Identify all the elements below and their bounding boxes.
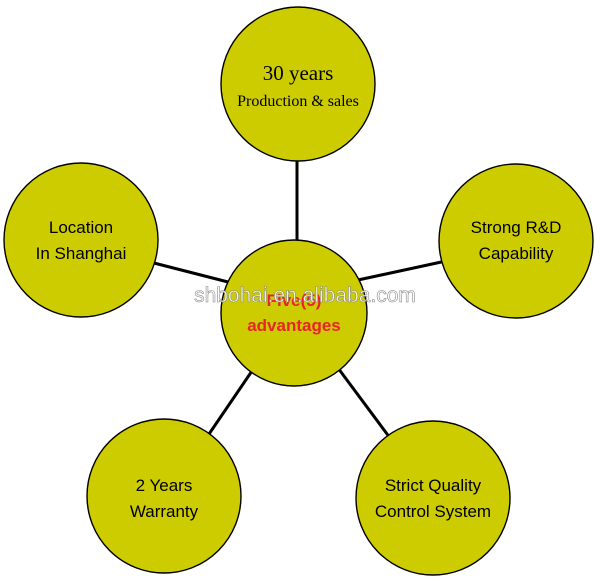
node-left-line2: In Shanghai (36, 244, 127, 263)
node-bottom-right-line2: Control System (375, 502, 491, 521)
center-line2: advantages (247, 316, 341, 335)
node-right-line2: Capability (479, 244, 554, 263)
node-circle-left (3, 162, 159, 318)
center-line1: Five(5) (267, 291, 322, 310)
node-top-title: 30 years (263, 61, 334, 85)
node-circle-top (220, 6, 376, 162)
node-bottom-left-line1: 2 Years (136, 476, 193, 495)
connector-right (357, 259, 447, 282)
node-left-line1: Location (49, 218, 113, 237)
node-circle-bottom-left (86, 418, 242, 574)
node-top-subtitle: Production & sales (237, 93, 359, 110)
node-circle-center (220, 239, 368, 387)
connector-left (149, 260, 233, 285)
node-circle-bottom-right (355, 420, 511, 576)
connector-bottom-left (205, 367, 256, 438)
node-right-line1: Strong R&D (471, 218, 562, 237)
watermark-text: shbohai.en.alibaba.com (194, 284, 416, 307)
connector-bottom-right (336, 367, 395, 443)
node-circle-right (438, 163, 594, 319)
node-bottom-right-line1: Strict Quality (385, 476, 482, 495)
node-bottom-left-line2: Warranty (130, 502, 199, 521)
